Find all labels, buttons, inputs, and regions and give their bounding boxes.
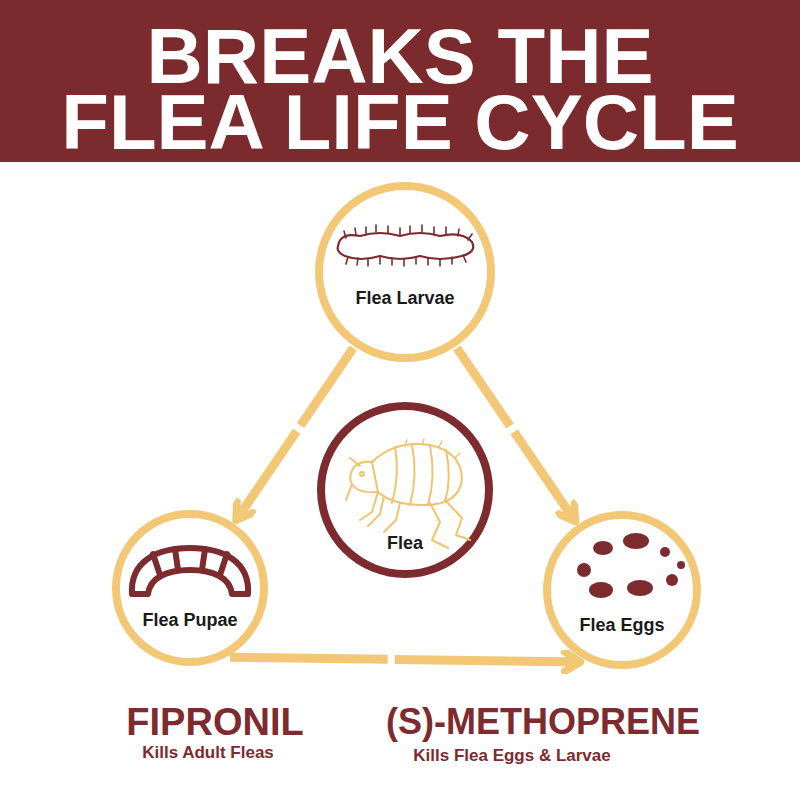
ingredient-name: (S)-METHOPRENE	[293, 700, 793, 744]
circle-outline	[315, 182, 495, 362]
stage-name: Flea Pupae	[112, 609, 268, 631]
title-text: BREAKS THE FLEA LIFE CYCLE	[47, 23, 753, 155]
life-stage-circle: Flea	[317, 402, 493, 578]
life-stage-circle: Flea Larvae	[315, 182, 495, 362]
circle-shape	[547, 515, 697, 665]
ingredient-note: Kills Flea Eggs & Larvae	[262, 746, 762, 766]
stage-name: Flea Larvae	[315, 287, 495, 309]
circle-outline	[543, 511, 701, 669]
circle-outline	[112, 510, 268, 666]
circle-shape	[116, 514, 264, 662]
life-stage-circle: Flea Eggs	[543, 511, 701, 669]
life-stage-circle: Flea Pupae	[112, 510, 268, 666]
ingredient-note: Kills Adult Fleas	[0, 743, 458, 763]
circle-shape	[319, 186, 491, 358]
title-band: BREAKS THE FLEA LIFE CYCLE	[0, 0, 800, 162]
stage-name: Flea Eggs	[543, 614, 701, 636]
stage-name: Flea	[317, 532, 493, 554]
cycle-arrow	[230, 657, 581, 662]
